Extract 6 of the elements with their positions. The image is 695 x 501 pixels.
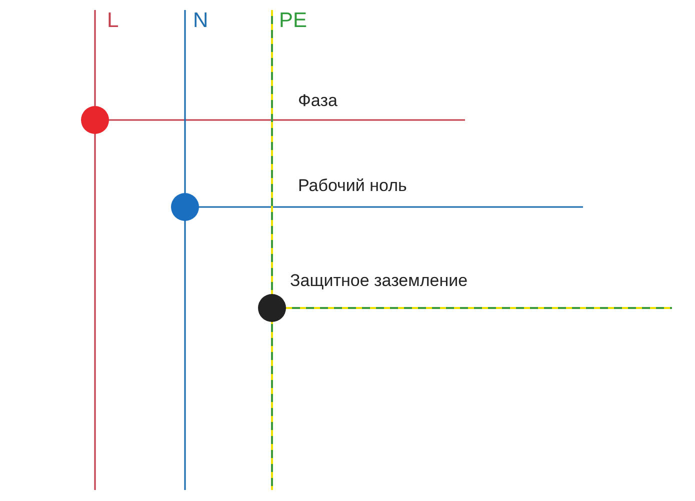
wire-name: PE <box>279 10 308 31</box>
wire-label: Рабочий ноль <box>298 177 407 194</box>
wire-name: N <box>193 10 208 31</box>
wire-name: L <box>107 10 119 31</box>
wire-label: Фаза <box>298 92 338 109</box>
wire-label: Защитное заземление <box>290 272 468 289</box>
